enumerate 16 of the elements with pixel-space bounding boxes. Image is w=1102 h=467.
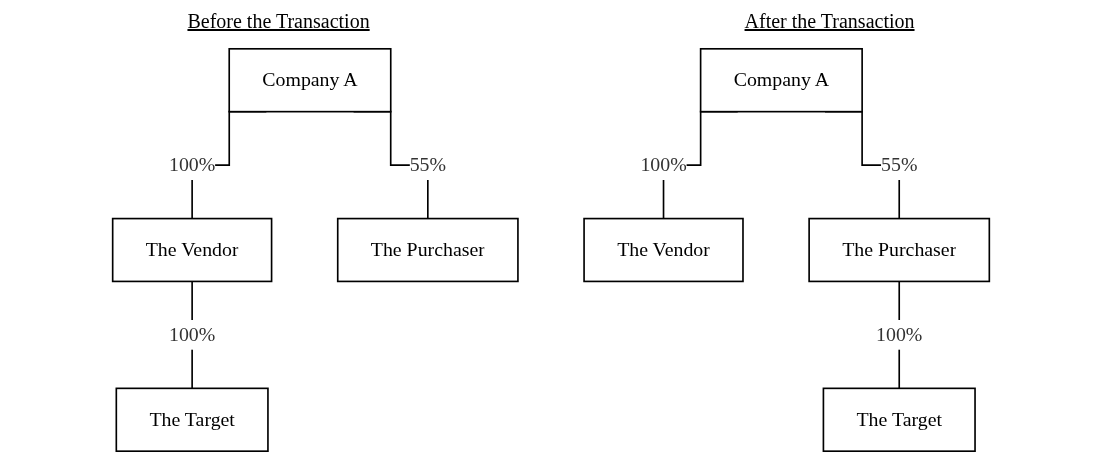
edge-label: 100% <box>168 153 216 176</box>
node-box: The Purchaser <box>808 217 991 283</box>
edge-label: 100% <box>168 323 216 346</box>
node-box: The Vendor <box>583 217 744 283</box>
edge-label: 100% <box>640 153 687 176</box>
node-box: The Target <box>115 387 269 452</box>
heading-text: After the Transaction <box>744 10 915 34</box>
node-box: The Purchaser <box>336 217 519 283</box>
edge-label: 55% <box>881 153 918 176</box>
node-box: Company A <box>699 48 863 113</box>
node-box: The Target <box>822 387 976 452</box>
edge-label: 100% <box>876 323 923 346</box>
node-box: The Vendor <box>111 217 273 283</box>
heading-text: Before the Transaction <box>187 10 370 34</box>
edge-label: 55% <box>409 153 447 176</box>
node-box: Company A <box>228 48 392 113</box>
